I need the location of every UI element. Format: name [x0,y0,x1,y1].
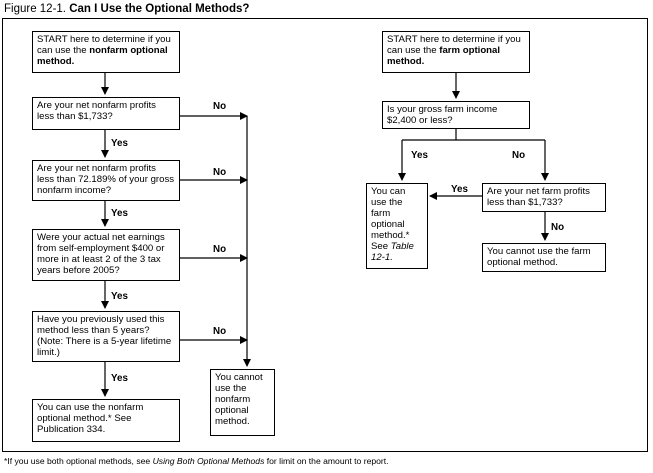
footnote-text-end: for limit on the amount to report. [264,456,389,466]
farm-no-result-box: You cannot use the farm optional method. [482,243,606,272]
nonfarm-start-box: START here to determine if you can use t… [32,31,180,73]
nonfarm-question-4-text: Have you previously used this method les… [37,314,172,358]
nonfarm-no-result-box: You cannot use the nonfarm optional meth… [210,369,275,436]
farm-start-method: farm optional method. [387,45,501,67]
figure-name: Can I Use the Optional Methods? [69,3,250,15]
footnote-reference: Using Both Optional Methods [152,456,265,466]
nonfarm-yes-result-text: You can use the nonfarm optional method.… [37,402,144,435]
no-label: No [213,101,227,112]
farm-no-result-text: You cannot use the farm optional method. [487,246,591,268]
nonfarm-question-1: Are your net nonfarm profits less than $… [32,97,180,130]
yes-label: Yes [111,291,128,302]
yes-label: Yes [111,373,128,384]
figure-number: Figure 12-1. [4,3,67,15]
yes-label: Yes [111,138,128,149]
farm-question-1-text: Is your gross farm income $2,400 or less… [387,104,498,126]
yes-label: Yes [111,208,128,219]
nonfarm-start-method: nonfarm optional method. [37,45,168,67]
farm-table-reference: Table 12-1. [371,241,414,263]
nonfarm-start-text: START here to determine if you can use t… [37,34,171,56]
nonfarm-question-3-text: Were your actual net earnings from self-… [37,232,165,276]
nonfarm-yes-result-box: You can use the nonfarm optional method.… [32,399,180,442]
yes-label: Yes [411,150,428,161]
farm-question-2-text: Are your net farm profits less than $1,7… [487,186,590,208]
no-label: No [213,244,227,255]
farm-start-text: START here to determine if you can use t… [387,34,521,56]
figure-title: Figure 12-1. Can I Use the Optional Meth… [4,3,249,15]
nonfarm-question-3: Were your actual net earnings from self-… [32,229,180,281]
farm-yes-result-box: You can use the farm optional method.* S… [366,183,428,269]
no-label: No [512,150,526,161]
no-label: No [213,167,227,178]
farm-start-box: START here to determine if you can use t… [382,31,530,73]
farm-yes-result-text: You can use the farm optional method.* S… [371,186,410,252]
nonfarm-question-2-text: Are your net nonfarm profits less than 7… [37,163,175,196]
footnote: *If you use both optional methods, see U… [4,456,389,466]
nonfarm-question-4: Have you previously used this method les… [32,311,180,362]
diagram-frame [2,18,648,452]
farm-question-1: Is your gross farm income $2,400 or less… [382,101,530,129]
footnote-text: *If you use both optional methods, see [4,456,153,466]
nonfarm-question-1-text: Are your net nonfarm profits less than $… [37,100,156,122]
no-label: No [551,222,565,233]
farm-question-2: Are your net farm profits less than $1,7… [482,183,606,212]
nonfarm-no-result-text: You cannot use the nonfarm optional meth… [215,372,263,427]
yes-label: Yes [451,184,468,195]
no-label: No [213,326,227,337]
nonfarm-question-2: Are your net nonfarm profits less than 7… [32,160,180,201]
